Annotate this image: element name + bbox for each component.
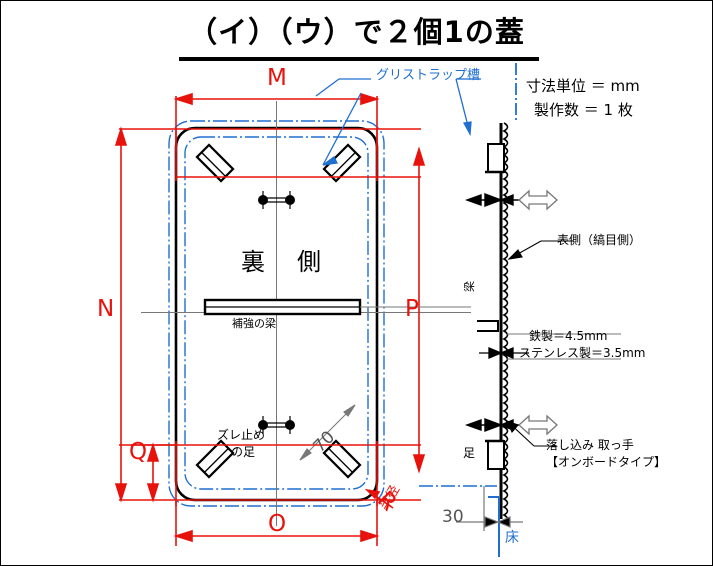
section-handle-top <box>485 143 505 174</box>
plate-thickness-dim <box>479 347 529 359</box>
dimension-m: M <box>267 65 287 91</box>
note-unit: 寸法単位 ＝ mm <box>526 77 640 95</box>
front-side-leader <box>507 240 573 260</box>
handle-symbol-bottom <box>258 416 295 434</box>
dimension-o: O <box>268 511 287 537</box>
dimension-p: P <box>405 296 419 322</box>
tank-label-leaders <box>315 78 481 166</box>
handle-label-line1: 落し込み 取っ手 <box>546 438 634 452</box>
beam-label: 補強の梁 <box>232 317 276 330</box>
open-arrow-top <box>518 189 558 211</box>
handle-symbol-top <box>258 191 295 209</box>
foot-label-line2: の足 <box>231 445 256 459</box>
anti-slip-feet <box>195 143 362 479</box>
handle-leader <box>505 420 557 447</box>
reinforcing-beam <box>203 298 362 316</box>
foot-label-line1: ズレ止め <box>217 428 266 442</box>
section-foot-bottom <box>485 439 505 470</box>
foot-angle-dimension <box>299 404 356 461</box>
handle-depth-dim-top <box>464 192 531 208</box>
tank-label: グリストラップ槽 <box>376 68 481 83</box>
dimension-q: Q <box>129 439 148 465</box>
foot-mark: 足 <box>463 446 476 460</box>
front-side-label: 表側（縞目側） <box>557 233 642 247</box>
note-quantity: 製作数 ＝ 1 枚 <box>534 101 633 119</box>
section-beam-bracket <box>477 320 499 332</box>
back-side-label: 裏 側 <box>241 248 325 276</box>
handle-label-line2: 【オンボードタイプ】 <box>546 455 667 469</box>
page-title: （イ）（ウ）で２個1の蓋 <box>188 15 525 49</box>
floor-offset-dim <box>456 486 523 531</box>
floor-offset-label: 30 <box>442 507 464 527</box>
floor-label: 床 <box>505 530 519 546</box>
open-arrow-bottom <box>518 414 558 436</box>
dimension-n: N <box>97 296 115 322</box>
thickness-steel: 鉄製＝4.5mm <box>529 329 608 343</box>
thickness-stainless: ステンレス製＝3.5mm <box>519 346 646 360</box>
striped-surface <box>502 122 509 524</box>
floor-reference <box>488 496 500 557</box>
plan-dimension-lines <box>114 92 426 546</box>
beam-mark: 梁 <box>463 281 476 292</box>
